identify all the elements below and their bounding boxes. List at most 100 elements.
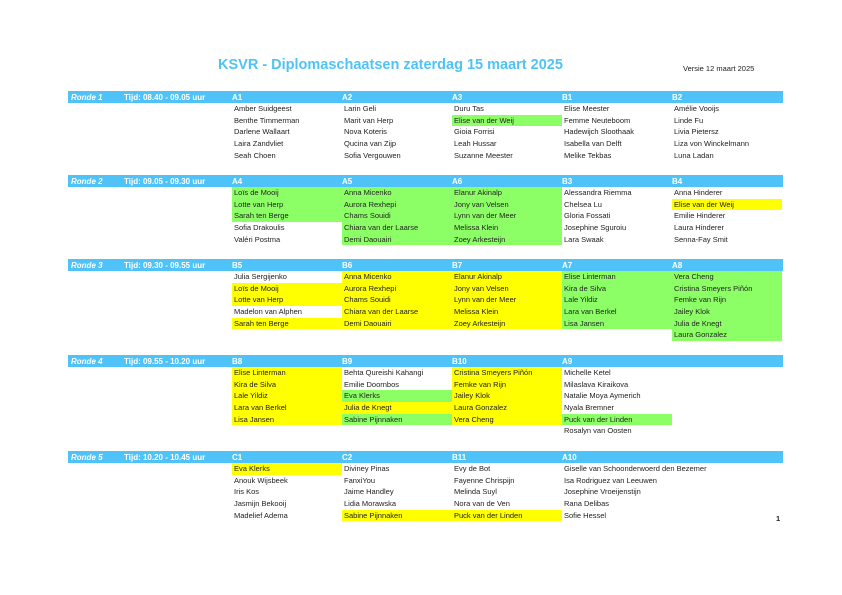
skater-name: Lynn van der Meer (452, 210, 562, 223)
skater-name: Kira de Silva (562, 282, 672, 295)
skater-name: Benthe Timmerman (234, 115, 300, 125)
skater-name: Lisa Jansen (562, 317, 672, 330)
group-label: A3 (452, 92, 463, 102)
round-time: Tijd: 10.20 - 10.45 uur (124, 452, 206, 462)
group-label: A5 (342, 176, 353, 186)
skater-name: Alessandra Riemma (564, 188, 632, 197)
skater-name: Sarah ten Berge (232, 317, 342, 330)
skater-name: Kira de Silva (232, 378, 342, 391)
skater-name: Chams Souidi (342, 294, 452, 307)
skater-name: Natalie Moya Aymerich (564, 391, 641, 401)
skater-name: Evy de Bot (454, 464, 491, 473)
group-label: B8 (232, 356, 243, 366)
round-name: Ronde 4 (71, 356, 103, 366)
skater-name: Fayenne Chrispijn (454, 475, 515, 485)
skater-name: Anouk Wijsbeek (234, 475, 288, 485)
skater-name: Lara van Berkel (232, 402, 342, 414)
skater-name: Jailey Klok (672, 306, 782, 318)
skater-name: Marit van Herp (344, 115, 394, 125)
skater-name: Duru Tas (454, 104, 484, 113)
group-label: A9 (562, 356, 573, 366)
skater-name: Zoey Arkesteijn (452, 317, 562, 330)
skater-name: Nora van de Ven (454, 499, 510, 509)
skater-name: FanxiYou (344, 475, 375, 485)
skater-name: Puck van der Linden (452, 509, 562, 522)
group-label: B3 (562, 176, 573, 186)
round-time: Tijd: 09.05 - 09.30 uur (124, 176, 206, 186)
skater-name: Josephine Vroeijenstijn (564, 487, 641, 497)
skater-name: Lale Yildiz (562, 294, 672, 307)
skater-name: Amélie Vooijs (674, 104, 720, 113)
skater-name: Aurora Rexhepi (342, 198, 452, 211)
group-label: B10 (452, 356, 467, 366)
skater-name: Sofia Drakoulis (234, 223, 285, 233)
skater-name: Rosalyn van Oosten (564, 426, 632, 436)
skater-name: Julia Sergijenko (234, 272, 287, 281)
skater-name: Chiara van der Laarse (342, 306, 452, 318)
skater-name: Elise Linterman (232, 367, 342, 379)
skater-name: Suzanne Meester (454, 150, 513, 160)
skater-name: Cristina Smeyers Piñón (672, 282, 782, 295)
group-label: C2 (342, 452, 353, 462)
skater-name: Livia Pietersz (674, 127, 719, 137)
skater-name: Emilie Hinderer (674, 211, 726, 221)
skater-name: Jony van Velsen (452, 198, 562, 211)
skater-name: Nova Koteris (344, 127, 387, 137)
skater-name: Eva Klerks (232, 463, 342, 475)
skater-name: Elise Meester (564, 104, 610, 113)
group-label: A1 (232, 92, 243, 102)
skater-name: Lisa Jansen (232, 413, 342, 426)
skater-name: Laura Gonzalez (672, 329, 782, 342)
group-label: A6 (452, 176, 463, 186)
skater-name: Melinda Suyl (454, 487, 497, 497)
skater-name: Melissa Klein (452, 222, 562, 234)
skater-name: Julia de Knegt (672, 317, 782, 330)
skater-name: Vera Cheng (672, 271, 782, 283)
skater-name: Madelief Adema (234, 510, 288, 520)
skater-name: Valéri Postma (234, 234, 281, 244)
round-time: Tijd: 09.55 - 10.20 uur (124, 356, 206, 366)
group-label: B6 (342, 260, 353, 270)
group-label: B1 (562, 92, 573, 102)
skater-name: Julia de Knegt (342, 402, 452, 414)
round-name: Ronde 2 (71, 176, 103, 186)
skater-name: Sarah ten Berge (232, 210, 342, 223)
group-label: B5 (232, 260, 243, 270)
group-label: C1 (232, 452, 243, 462)
skater-name: Demi Daouairi (342, 233, 452, 246)
skater-name: Loïs de Mooij (232, 187, 342, 199)
round-name: Ronde 1 (71, 92, 103, 102)
skater-name: Puck van der Linden (562, 413, 672, 426)
skater-name: Chelsea Lu (564, 199, 602, 209)
skater-name: Vera Cheng (452, 413, 562, 426)
skater-name: Jaime Handley (344, 487, 394, 497)
skater-name: Femme Neuteboom (564, 115, 631, 125)
skater-name: Zoey Arkesteijn (452, 233, 562, 246)
skater-name: Anna Micenko (342, 187, 452, 199)
skater-name: Lidia Morawska (344, 499, 397, 509)
skater-name: Iris Kos (234, 487, 260, 497)
skater-name: Elanur Akinalp (452, 271, 562, 283)
skater-name: Liza von Winckelmann (674, 139, 750, 149)
skater-name: Laura Hinderer (674, 223, 725, 233)
skater-name: Lara van Berkel (562, 306, 672, 318)
skater-name: Luna Ladan (674, 150, 714, 160)
skater-name: Anna Micenko (342, 271, 452, 283)
skater-name: Lynn van der Meer (452, 294, 562, 307)
group-label: B9 (342, 356, 353, 366)
skater-name: Michelle Ketel (564, 368, 611, 377)
skater-name: Aurora Rexhepi (342, 282, 452, 295)
skater-name: Qucina van Zijp (344, 139, 397, 149)
